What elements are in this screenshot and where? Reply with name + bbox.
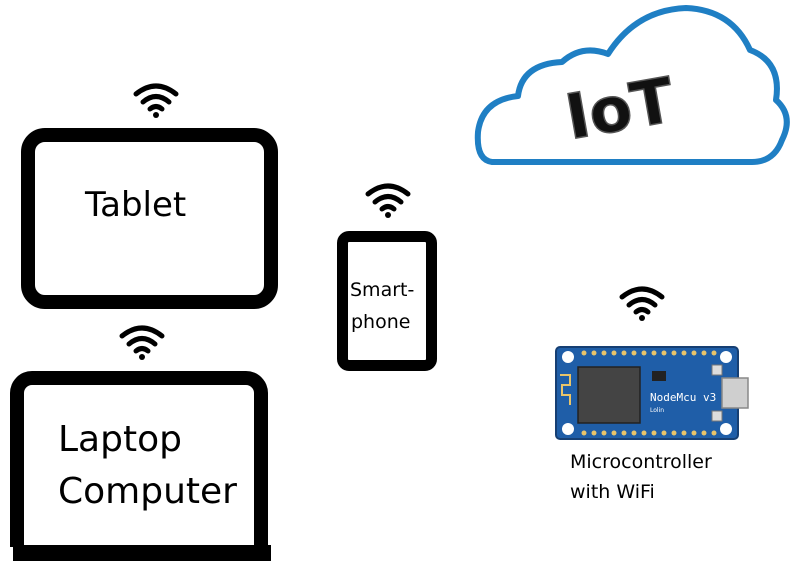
laptop-screen: Laptop Computer <box>10 371 268 547</box>
smartphone-label-line2: phone <box>351 311 411 333</box>
microcontroller-label-line1: Microcontroller <box>570 451 712 473</box>
wifi-icon-microcontroller <box>619 286 665 321</box>
tablet-label: Tablet <box>85 185 187 225</box>
microcontroller-label-line2: with WiFi <box>570 481 655 503</box>
board-text: NodeMcu v3 <box>650 391 716 404</box>
smartphone-label-line1: Smart- <box>350 279 415 301</box>
wifi-icon-tablet <box>133 83 179 118</box>
laptop-label-line2: Computer <box>58 471 237 512</box>
laptop-label-line1: Laptop <box>58 419 182 460</box>
wifi-icon-smartphone <box>365 183 411 218</box>
tablet-device: Tablet <box>21 128 278 309</box>
cloud-label: IoT <box>560 63 679 154</box>
nodemcu-board: NodeMcu v3 Lolin <box>555 346 749 440</box>
wifi-icon-laptop <box>119 325 165 360</box>
board-subtext: Lolin <box>650 407 664 414</box>
smartphone-device: Smart- phone <box>337 231 437 371</box>
cloud-icon: IoT <box>474 5 790 165</box>
laptop-base <box>13 545 271 561</box>
